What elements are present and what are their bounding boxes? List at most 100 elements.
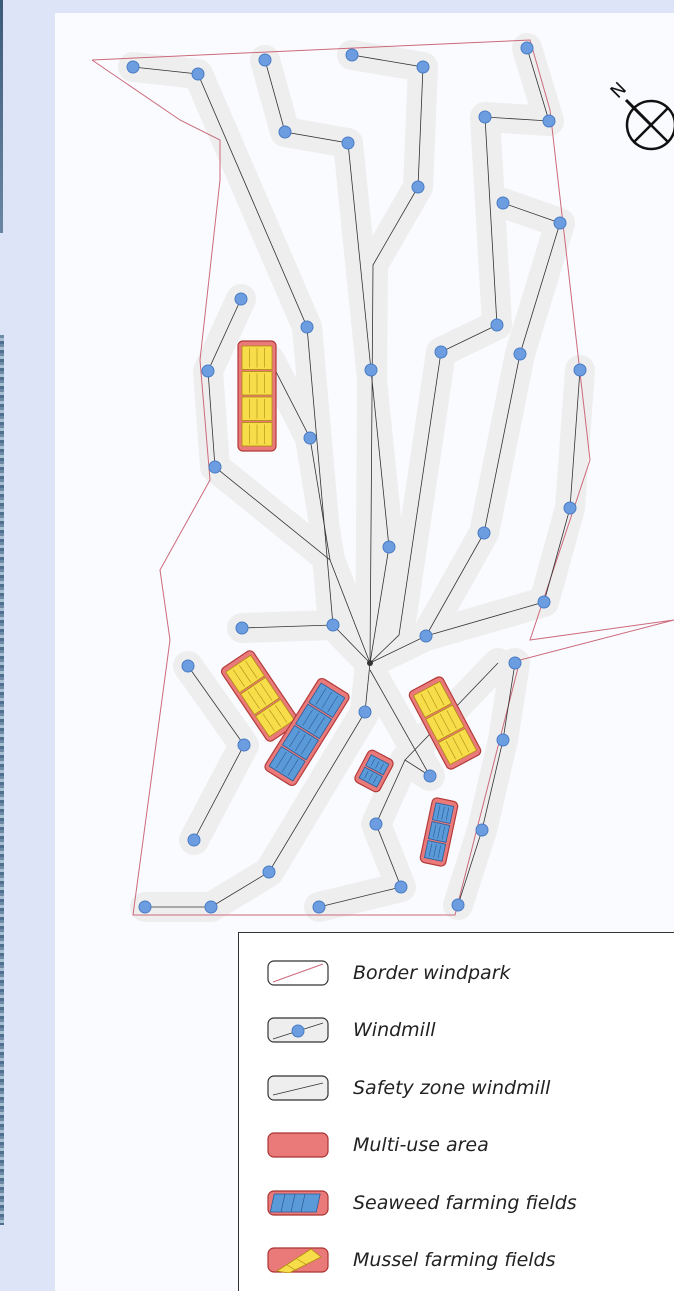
plot-divider xyxy=(446,710,457,729)
plot-divider xyxy=(437,825,441,839)
seaweed-field xyxy=(419,797,459,867)
windmill-icon xyxy=(341,136,355,150)
plot-divider xyxy=(433,717,444,736)
windmill-icon xyxy=(326,618,340,632)
plot-divider xyxy=(315,688,327,705)
windmill-icon xyxy=(490,318,504,332)
legend-item-border: Border windpark xyxy=(239,953,674,993)
windmill-icon xyxy=(235,621,249,635)
windmill-icon xyxy=(234,292,248,306)
windmill-icon xyxy=(477,526,491,540)
plot-divider xyxy=(372,775,378,784)
windmill-icon xyxy=(258,53,272,67)
compass-needle xyxy=(624,98,653,127)
legend-label: Windmill xyxy=(353,1019,436,1041)
plot-divider xyxy=(260,683,273,701)
plot-divider xyxy=(308,713,319,730)
plot-divider xyxy=(321,691,333,709)
legend-label: Multi-use area xyxy=(353,1134,489,1156)
plot-divider xyxy=(314,716,325,734)
plot-divider xyxy=(433,686,445,706)
windmill-icon xyxy=(201,364,215,378)
cable-line xyxy=(318,669,431,908)
plot-divider xyxy=(253,687,267,705)
plot-divider xyxy=(364,771,369,779)
plot-divider xyxy=(301,738,312,755)
seaweed-field xyxy=(354,749,394,793)
legend-label: Seaweed farming fields xyxy=(353,1192,577,1214)
safety-zone-swatch-icon xyxy=(267,1075,329,1101)
seaweed-field xyxy=(264,677,350,787)
windmill-icon xyxy=(520,41,534,55)
windmill-icon xyxy=(451,898,465,912)
legend-item-multi-use: Multi-use area xyxy=(239,1125,674,1165)
substation-hub xyxy=(367,660,373,666)
mussel-swatch-icon xyxy=(267,1247,329,1273)
cable-line xyxy=(264,59,390,664)
plot-divider xyxy=(452,737,463,756)
windmill-icon xyxy=(208,460,222,474)
plot-divider xyxy=(428,843,433,857)
windmill-icon xyxy=(496,733,510,747)
legend-item-mussel: Mussel farming fields xyxy=(239,1240,674,1280)
windmill-icon xyxy=(513,347,527,361)
windmill-icon xyxy=(563,501,577,515)
plot-divider xyxy=(370,758,376,767)
plot-divider xyxy=(275,751,287,769)
windmill-icon xyxy=(369,817,383,831)
windmill-icon xyxy=(262,865,276,879)
windmill-icon xyxy=(553,216,567,230)
compass-north-label: N xyxy=(607,78,631,102)
cable-line xyxy=(369,202,561,664)
plot-divider xyxy=(420,693,431,713)
windmill-icon xyxy=(416,60,430,74)
windmill-icon xyxy=(394,880,408,894)
windmill-icon xyxy=(126,60,140,74)
windpark-border-line xyxy=(91,39,674,916)
windmill-icon xyxy=(204,900,218,914)
plot-divider xyxy=(287,759,299,776)
windmill-icon xyxy=(237,738,251,752)
cable-line xyxy=(457,662,516,906)
mussel-field xyxy=(237,340,277,452)
border-swatch-icon xyxy=(267,960,329,986)
windmill-icon xyxy=(419,629,433,643)
plot-divider xyxy=(368,773,373,781)
windmills xyxy=(126,41,587,914)
plot-divider xyxy=(295,734,306,751)
plot-divider xyxy=(379,763,384,771)
legend-label: Safety zone windmill xyxy=(353,1077,551,1099)
mussel-field xyxy=(408,676,482,770)
plot-divider xyxy=(232,669,245,687)
plot-divider xyxy=(439,713,451,733)
plot-divider xyxy=(459,733,470,753)
windmill-icon xyxy=(537,595,551,609)
windmill-icon xyxy=(187,833,201,847)
plot-divider xyxy=(432,824,437,838)
windmill-icon xyxy=(411,180,425,194)
plot-divider xyxy=(281,755,293,773)
plot-divider xyxy=(437,845,442,859)
substation-point xyxy=(367,660,373,666)
cable-line xyxy=(241,624,334,629)
windmill-icon xyxy=(181,659,195,673)
multi-use-swatch-icon xyxy=(267,1132,329,1158)
windmill-icon xyxy=(191,67,205,81)
legend-label: Border windpark xyxy=(353,962,511,984)
plot-divider xyxy=(239,665,252,683)
mussel-field xyxy=(220,650,300,742)
plot-divider xyxy=(275,705,288,723)
plot-divider xyxy=(436,805,441,819)
windmill-icon xyxy=(475,823,489,837)
windmill-icon xyxy=(542,114,556,128)
windmill-icon xyxy=(423,769,437,783)
seaweed-swatch-icon xyxy=(267,1190,329,1216)
windmill-swatch-icon xyxy=(267,1017,329,1043)
windmill-icon xyxy=(434,345,448,359)
windmill-icon xyxy=(278,125,292,139)
plot-divider xyxy=(375,761,380,769)
farming-fields xyxy=(220,340,482,867)
legend-item-seaweed: Seaweed farming fields xyxy=(239,1183,674,1223)
windpark-border xyxy=(91,39,674,916)
windmill-icon xyxy=(303,431,317,445)
